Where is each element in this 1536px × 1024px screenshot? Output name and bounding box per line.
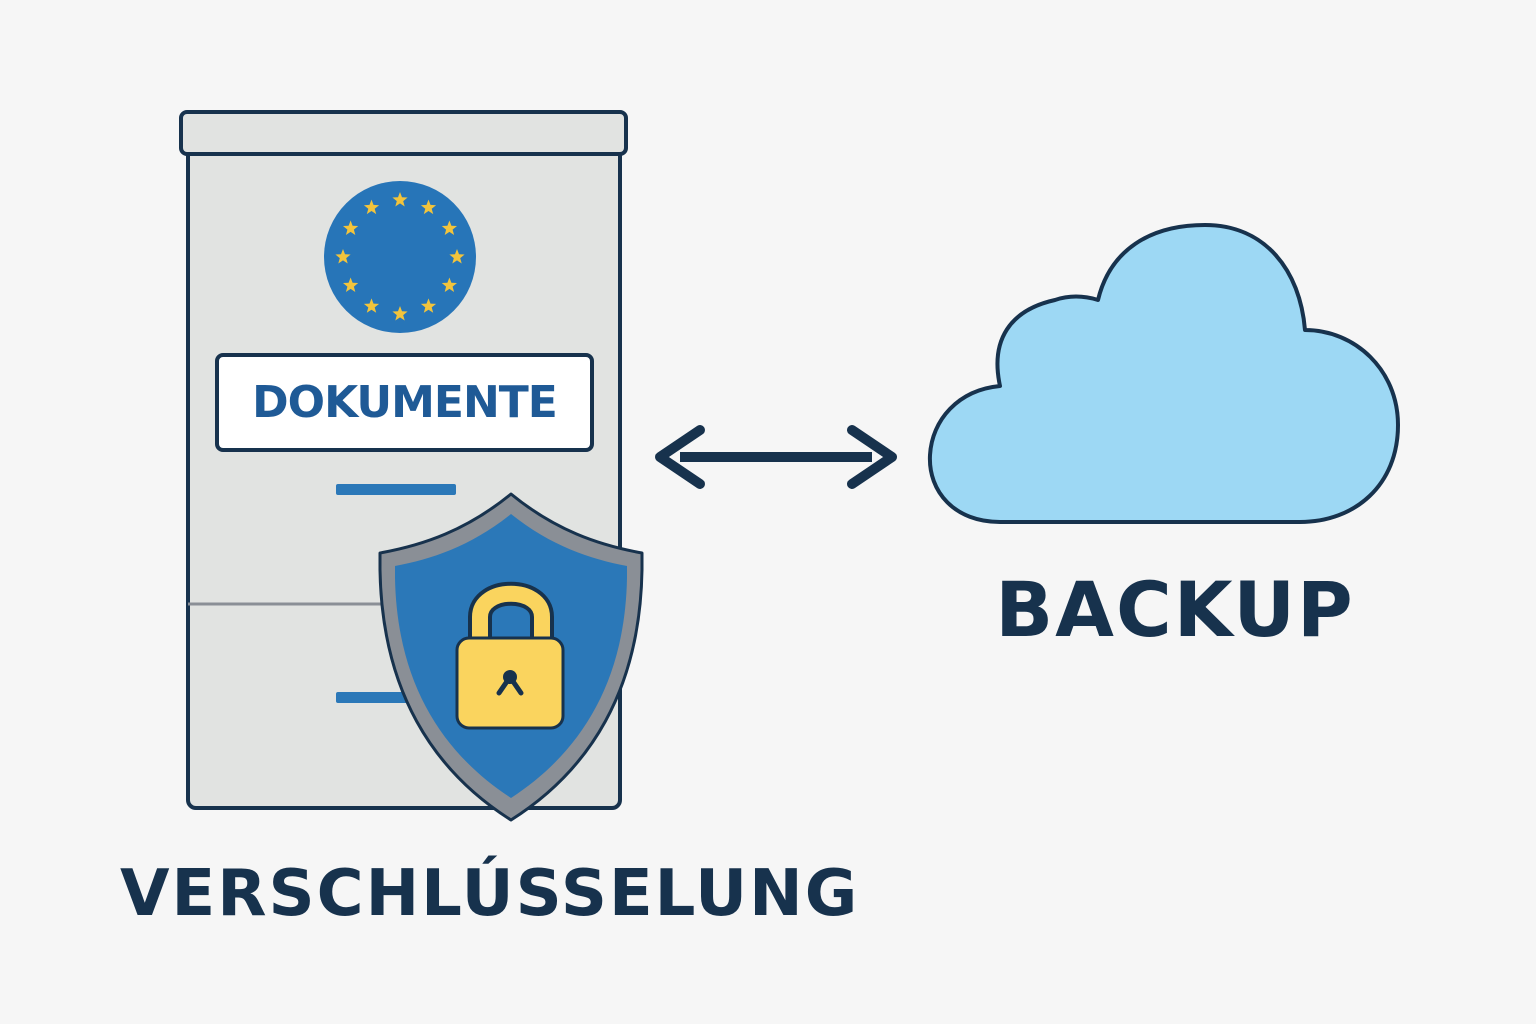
eu-star-icon: [420, 298, 437, 313]
document-label: DOKUMENTE: [252, 376, 558, 428]
eu-star-icon: [441, 277, 457, 292]
eu-star-icon: [441, 220, 457, 235]
eu-star-icon: [392, 306, 408, 321]
eu-star-icon: [420, 199, 437, 215]
eu-star-icon: [335, 249, 351, 264]
encryption-label: VERSCHLÚSSELUNG: [120, 857, 860, 931]
eu-star-icon: [392, 192, 408, 207]
eu-star-icon: [343, 220, 359, 235]
backup-label: BACKUP: [995, 565, 1355, 654]
eu-star-icon: [449, 249, 465, 264]
drawer-handle-top: [336, 484, 456, 495]
eu-flag-icon: [324, 181, 476, 333]
document-label-box: [215, 353, 594, 452]
eu-star-ring: [335, 192, 465, 321]
sync-double-arrow-icon: [655, 425, 897, 489]
padlock-icon: [455, 581, 565, 730]
eu-star-icon: [343, 277, 359, 292]
cloud-icon: [927, 223, 1400, 524]
cabinet-lid: [179, 110, 628, 156]
eu-star-icon: [363, 298, 380, 313]
eu-star-icon: [363, 199, 380, 215]
